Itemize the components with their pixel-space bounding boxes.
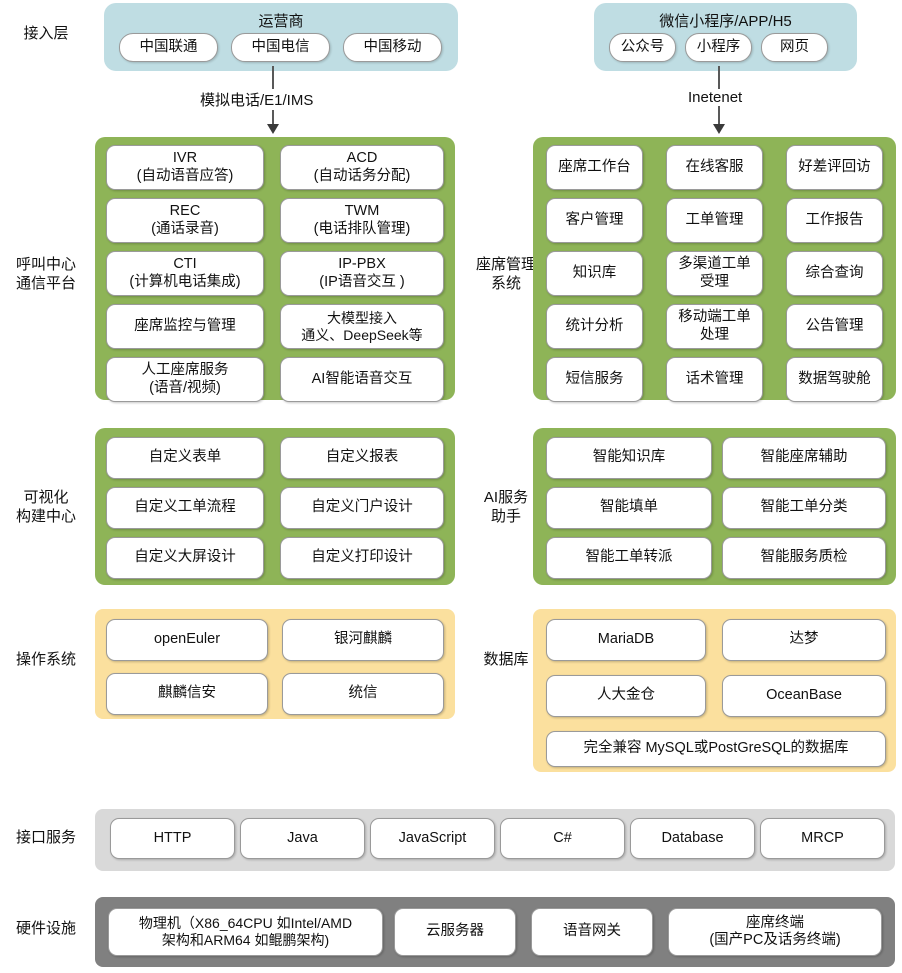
ai-item-smart-agent-assist[interactable]: 智能座席辅助 [722, 437, 886, 479]
access-item-official-account[interactable]: 公众号 [609, 33, 676, 62]
api-item-javascript[interactable]: JavaScript [370, 818, 495, 859]
os-item-kylinsec[interactable]: 麒麟信安 [106, 673, 268, 715]
seat-item-agent-workbench[interactable]: 座席工作台 [546, 145, 643, 190]
row-label-database: 数据库 [483, 651, 529, 668]
visual-item-custom-print-design[interactable]: 自定义打印设计 [280, 537, 444, 579]
access-item-webpage[interactable]: 网页 [761, 33, 828, 62]
row-label-interface-services: 接口服务 [15, 829, 76, 846]
visual-item-custom-form[interactable]: 自定义表单 [106, 437, 264, 479]
seat-item-rating-followup[interactable]: 好差评回访 [786, 145, 883, 190]
platform-item-ip-pbx[interactable]: IP-PBX (IP语音交互 ) [280, 251, 444, 296]
os-item-kylin[interactable]: 银河麒麟 [282, 619, 444, 661]
ai-item-smart-service-quality-check[interactable]: 智能服务质检 [722, 537, 886, 579]
access-item-china-mobile[interactable]: 中国移动 [343, 33, 442, 62]
db-item-dameng[interactable]: 达梦 [722, 619, 886, 661]
connector-arrow-right [713, 124, 725, 134]
os-item-openeuler[interactable]: openEuler [106, 619, 268, 661]
seat-item-data-cockpit[interactable]: 数据驾驶舱 [786, 357, 883, 402]
seat-item-online-service[interactable]: 在线客服 [666, 145, 763, 190]
row-label-hardware-facility: 硬件设施 [15, 920, 76, 937]
api-item-mrcp[interactable]: MRCP [760, 818, 885, 859]
seat-item-announcement-management[interactable]: 公告管理 [786, 304, 883, 349]
seat-item-ticket-management[interactable]: 工单管理 [666, 198, 763, 243]
platform-item-rec[interactable]: REC (通话录音) [106, 198, 264, 243]
visual-item-custom-portal-design[interactable]: 自定义门户设计 [280, 487, 444, 529]
row-label-visual-center: 可视化 构建中心 [15, 489, 76, 526]
seat-item-multichannel-ticket-intake[interactable]: 多渠道工单 受理 [666, 251, 763, 296]
seat-item-customer-management[interactable]: 客户管理 [546, 198, 643, 243]
ai-item-smart-knowledge-base[interactable]: 智能知识库 [546, 437, 712, 479]
api-item-java[interactable]: Java [240, 818, 365, 859]
seat-item-comprehensive-query[interactable]: 综合查询 [786, 251, 883, 296]
row-label-operating-system: 操作系统 [15, 651, 76, 668]
api-item-http[interactable]: HTTP [110, 818, 235, 859]
platform-item-cti[interactable]: CTI (计算机电话集成) [106, 251, 264, 296]
seat-item-mobile-ticket-handling[interactable]: 移动端工单 处理 [666, 304, 763, 349]
seat-item-statistical-analysis[interactable]: 统计分析 [546, 304, 643, 349]
hardware-item-voice-gateway[interactable]: 语音网关 [531, 908, 653, 956]
panel-carrier-title: 运营商 [258, 13, 304, 30]
seat-item-script-management[interactable]: 话术管理 [666, 357, 763, 402]
platform-item-agent-monitoring[interactable]: 座席监控与管理 [106, 304, 264, 349]
db-item-mysql-postgres-compatible[interactable]: 完全兼容 MySQL或PostGreSQL的数据库 [546, 731, 886, 767]
connector-label-right: Inetenet [684, 89, 747, 106]
api-item-database[interactable]: Database [630, 818, 755, 859]
row-label-call-center-platform: 呼叫中心 通信平台 [15, 256, 76, 293]
db-item-mariadb[interactable]: MariaDB [546, 619, 706, 661]
platform-item-ivr[interactable]: IVR (自动语音应答) [106, 145, 264, 190]
os-item-uos[interactable]: 统信 [282, 673, 444, 715]
connector-arrow-left [267, 124, 279, 134]
platform-item-human-agent-service[interactable]: 人工座席服务 (语音/视频) [106, 357, 264, 402]
connector-label-left: 模拟电话/E1/IMS [196, 89, 318, 110]
platform-item-ai-voice-interaction[interactable]: AI智能语音交互 [280, 357, 444, 402]
platform-item-llm-access[interactable]: 大模型接入 通义、DeepSeek等 [280, 304, 444, 349]
platform-item-acd[interactable]: ACD (自动话务分配) [280, 145, 444, 190]
visual-item-custom-ticket-flow[interactable]: 自定义工单流程 [106, 487, 264, 529]
row-label-seat-management: 座席管理 系统 [475, 256, 536, 293]
access-item-china-telecom[interactable]: 中国电信 [231, 33, 330, 62]
db-item-oceanbase[interactable]: OceanBase [722, 675, 886, 717]
hardware-item-agent-terminal[interactable]: 座席终端 (国产PC及话务终端) [668, 908, 882, 956]
row-label-access: 接入层 [23, 25, 69, 42]
platform-item-twm[interactable]: TWM (电话排队管理) [280, 198, 444, 243]
visual-item-custom-bigscreen-design[interactable]: 自定义大屏设计 [106, 537, 264, 579]
row-label-ai-assistant: AI服务 助手 [483, 489, 529, 526]
api-item-csharp[interactable]: C# [500, 818, 625, 859]
ai-item-smart-form-filling[interactable]: 智能填单 [546, 487, 712, 529]
seat-item-knowledge-base[interactable]: 知识库 [546, 251, 643, 296]
ai-item-smart-ticket-dispatch[interactable]: 智能工单转派 [546, 537, 712, 579]
hardware-item-physical-machine[interactable]: 物理机（X86_64CPU 如Intel/AMD 架构和ARM64 如鲲鹏架构) [108, 908, 383, 956]
seat-item-work-report[interactable]: 工作报告 [786, 198, 883, 243]
access-item-china-unicom[interactable]: 中国联通 [119, 33, 218, 62]
db-item-kingbase[interactable]: 人大金仓 [546, 675, 706, 717]
seat-item-sms-service[interactable]: 短信服务 [546, 357, 643, 402]
visual-item-custom-report[interactable]: 自定义报表 [280, 437, 444, 479]
ai-item-smart-ticket-classification[interactable]: 智能工单分类 [722, 487, 886, 529]
hardware-item-cloud-server[interactable]: 云服务器 [394, 908, 516, 956]
access-item-mini-program[interactable]: 小程序 [685, 33, 752, 62]
panel-wechat-title: 微信小程序/APP/H5 [659, 13, 792, 30]
